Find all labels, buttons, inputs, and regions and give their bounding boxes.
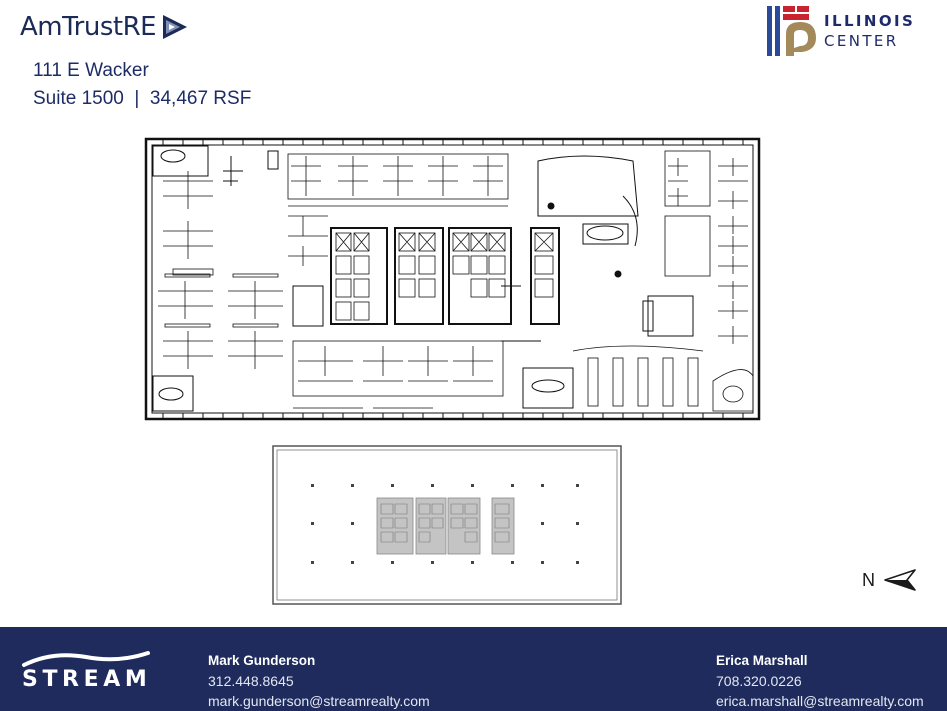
- contact-email[interactable]: mark.gunderson@streamrealty.com: [208, 693, 430, 709]
- amtrust-arrow-icon: [163, 15, 188, 39]
- key-plan-suite-highlight: [376, 497, 515, 555]
- building-key-plan: [272, 445, 622, 605]
- suite-area: Suite 1500 | 34,467 RSF: [33, 88, 252, 109]
- center-text: CENTER: [824, 32, 899, 50]
- contact-name: Mark Gunderson: [208, 653, 316, 668]
- suite-floor-plan: [144, 137, 761, 421]
- footer-bar: STREAM Mark Gunderson 312.448.8645 mark.…: [0, 627, 947, 711]
- contact-name: Erica Marshall: [716, 653, 808, 668]
- contact-email[interactable]: erica.marshall@streamrealty.com: [716, 693, 924, 709]
- amtrust-logo: AmTrustRE: [20, 10, 190, 44]
- illinois-center-logo: ILLINOIS CENTER: [766, 4, 941, 58]
- contact-card-erica: Erica Marshall 708.320.0226 erica.marsha…: [716, 651, 924, 711]
- contact-phone[interactable]: 312.448.8645: [208, 673, 294, 689]
- illinois-center-emblem-icon: [767, 6, 816, 56]
- address-street: 111 E Wacker: [33, 60, 149, 81]
- amtrust-wordmark: AmTrustRE: [20, 12, 157, 42]
- contact-card-mark: Mark Gunderson 312.448.8645 mark.gunders…: [208, 651, 430, 711]
- north-arrow: N: [862, 568, 917, 592]
- stream-logo-text: STREAM: [22, 667, 152, 692]
- stream-wave-icon: [22, 651, 150, 667]
- property-address: 111 E Wacker Suite 1500 | 34,467 RSF: [33, 57, 251, 113]
- contact-phone[interactable]: 708.320.0226: [716, 673, 802, 689]
- illinois-text: ILLINOIS: [824, 12, 916, 30]
- compass-arrow-icon: [884, 569, 916, 591]
- north-label: N: [862, 569, 875, 590]
